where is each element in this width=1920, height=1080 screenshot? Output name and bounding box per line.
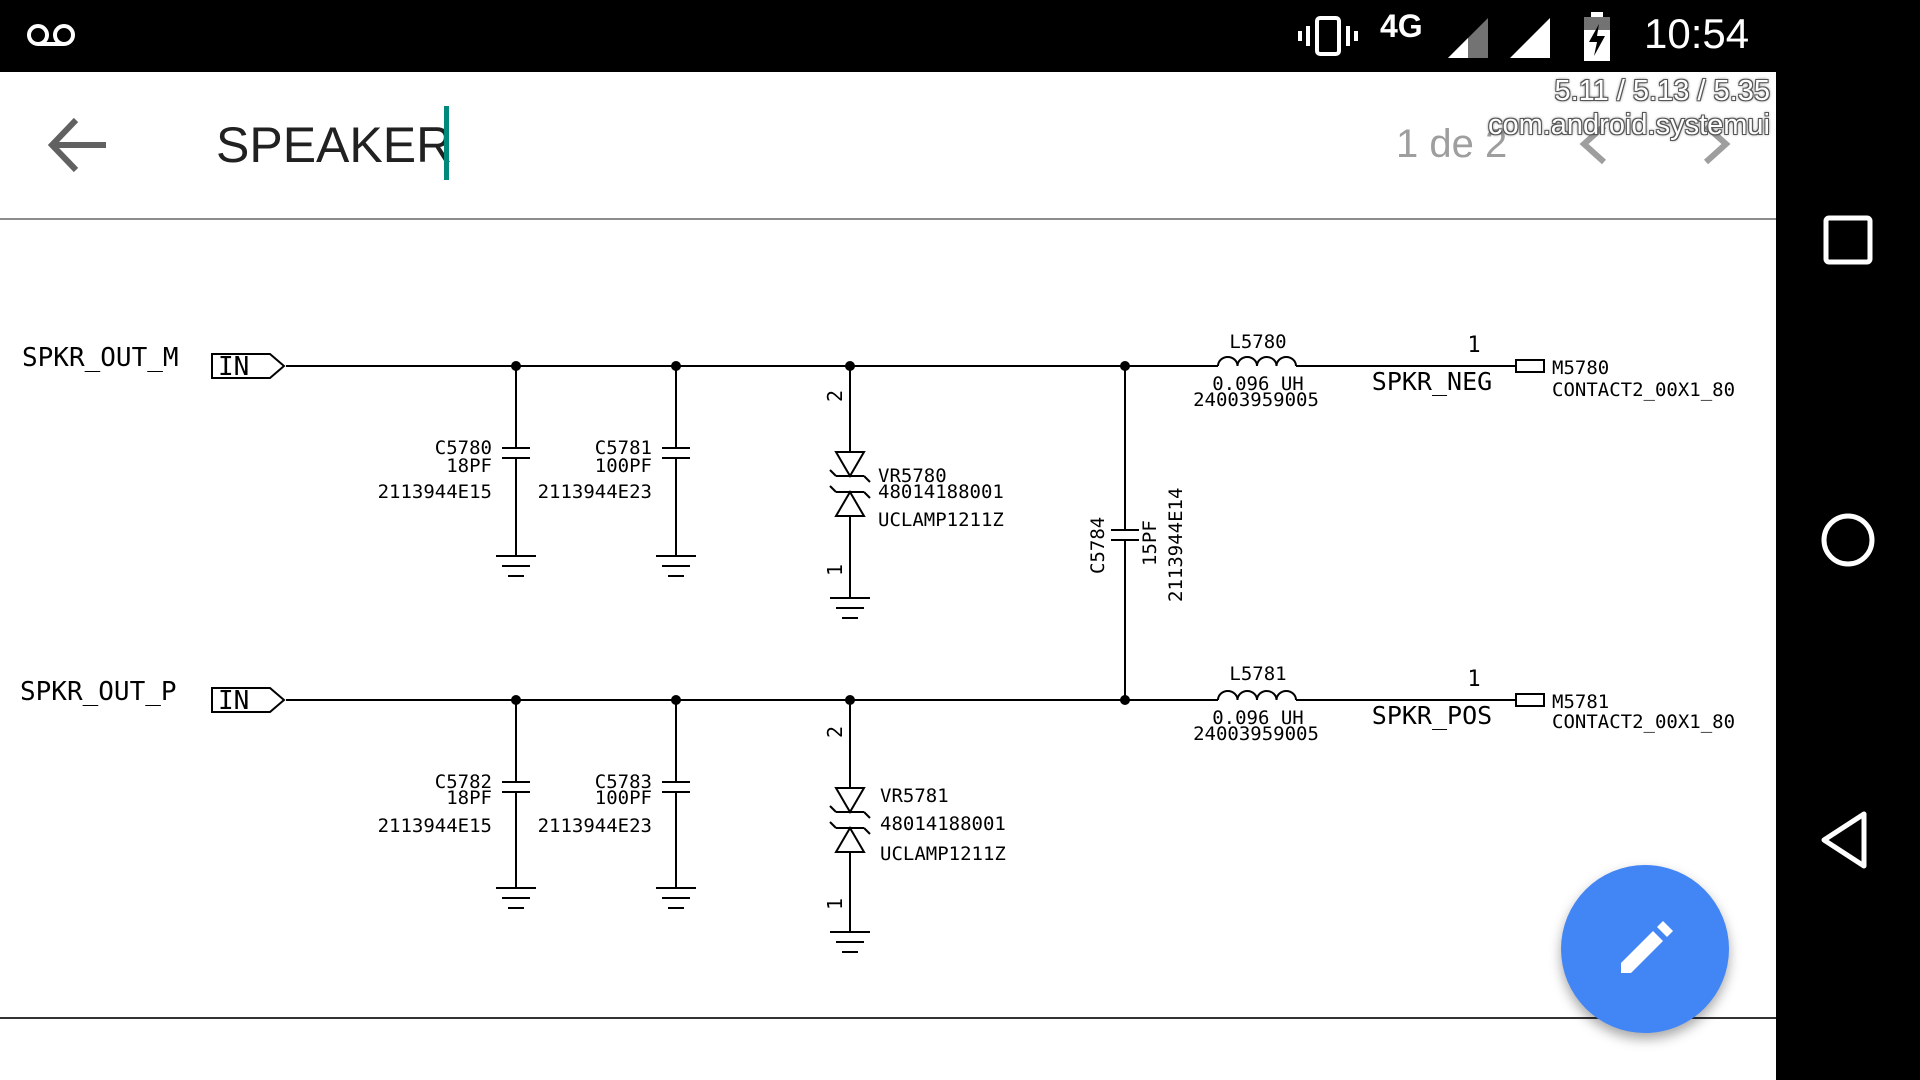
- net-label-spkr-out-m: SPKR_OUT_M: [22, 343, 179, 373]
- cap-value: 100PF: [595, 787, 652, 809]
- chevron-right-icon: [1703, 123, 1731, 165]
- cap-ref: C5781: [595, 437, 652, 459]
- diode-part: 48014188001: [878, 481, 1004, 503]
- diode-type: UCLAMP1211Z: [880, 843, 1006, 865]
- cap-part: 2113944E23: [538, 815, 652, 837]
- edit-pencil-icon: [1621, 921, 1673, 973]
- diode-pin-number: 2: [823, 726, 847, 738]
- back-button[interactable]: [44, 112, 114, 178]
- status-bar: 4G 10:54: [0, 0, 1776, 72]
- signal-icon: [1508, 16, 1552, 65]
- cap-value: 100PF: [595, 455, 652, 477]
- network-type-label: 4G: [1380, 8, 1423, 44]
- net-label-spkr-out-p: SPKR_OUT_P: [20, 677, 177, 707]
- search-input[interactable]: [216, 110, 916, 180]
- inductor-ref: L5780: [1229, 331, 1286, 353]
- home-circle-icon: [1821, 513, 1875, 567]
- document-page[interactable]: SPKR_OUT_M SPKR_OUT_P IN IN C5780 18PF 2…: [0, 220, 1776, 1080]
- cap-value: 15PF: [1139, 520, 1161, 566]
- inductor-value: 0.096 UH: [1212, 707, 1304, 729]
- diode-ref: VR5781: [880, 785, 949, 807]
- find-toolbar: 1 de 2: [0, 72, 1776, 220]
- cap-part: 2113944E14: [1165, 488, 1187, 602]
- signal-icon: [1446, 16, 1490, 65]
- connector-ref: M5780: [1552, 357, 1609, 379]
- vibrate-icon: [1298, 14, 1358, 63]
- system-nav-bar: [1776, 0, 1920, 1080]
- connector-ref: M5781: [1552, 691, 1609, 713]
- recents-square-icon: [1823, 215, 1873, 265]
- connector-pin-number: 1: [1467, 333, 1480, 358]
- connector-pin-number: 1: [1467, 667, 1480, 692]
- text-cursor: [444, 106, 449, 180]
- cap-value: 18PF: [446, 787, 492, 809]
- in-port-tag: IN: [218, 686, 249, 716]
- cap-part: 2113944E15: [378, 815, 492, 837]
- net-label-spkr-neg: SPKR_NEG: [1372, 367, 1492, 396]
- cap-part: 2113944E15: [378, 481, 492, 503]
- debug-overlay-versions: 5.11 / 5.13 / 5.35: [1554, 75, 1770, 107]
- diode-part: 48014188001: [880, 813, 1006, 835]
- next-match-button[interactable]: [1690, 118, 1740, 170]
- inductor-value: 0.096 UH: [1212, 373, 1304, 395]
- inductor-part: 24003959005: [1193, 723, 1319, 745]
- home-button[interactable]: [1806, 498, 1890, 582]
- net-label-spkr-pos: SPKR_POS: [1372, 701, 1492, 730]
- cap-ref: C5784: [1087, 517, 1109, 574]
- cap-ref: C5780: [435, 437, 492, 459]
- match-count: 1 de 2: [1396, 122, 1508, 166]
- connector-part: CONTACT2_00X1_80: [1552, 711, 1735, 733]
- debug-overlay-package: com.android.systemui: [1487, 109, 1770, 141]
- chevron-left-icon: [1579, 123, 1607, 165]
- recents-button[interactable]: [1806, 198, 1890, 282]
- cap-ref: C5783: [595, 771, 652, 793]
- cap-ref: C5782: [435, 771, 492, 793]
- cap-part: 2113944E23: [538, 481, 652, 503]
- system-back-button[interactable]: [1806, 798, 1890, 882]
- voicemail-icon: [26, 18, 76, 57]
- edit-fab-button[interactable]: [1561, 865, 1729, 1033]
- in-port-tag: IN: [218, 352, 249, 382]
- connector-part: CONTACT2_00X1_80: [1552, 379, 1735, 401]
- diode-ref: VR5780: [878, 465, 947, 487]
- diode-type: UCLAMP1211Z: [878, 509, 1004, 531]
- diode-pin-number: 1: [823, 564, 847, 576]
- inductor-ref: L5781: [1229, 663, 1286, 685]
- diode-pin-number: 1: [823, 898, 847, 910]
- inductor-part: 24003959005: [1193, 389, 1319, 411]
- battery-charging-icon: [1582, 12, 1612, 67]
- speaker-schematic: SPKR_OUT_M SPKR_OUT_P IN IN C5780 18PF 2…: [0, 331, 1776, 1019]
- arrow-back-icon: [47, 117, 106, 173]
- diode-pin-number: 2: [823, 390, 847, 402]
- previous-match-button[interactable]: [1570, 118, 1620, 170]
- clock: 10:54: [1644, 10, 1750, 57]
- back-triangle-icon: [1821, 811, 1867, 869]
- debug-overlay: 5.11 / 5.13 / 5.35 com.android.systemui: [1450, 74, 1770, 142]
- cap-value: 18PF: [446, 455, 492, 477]
